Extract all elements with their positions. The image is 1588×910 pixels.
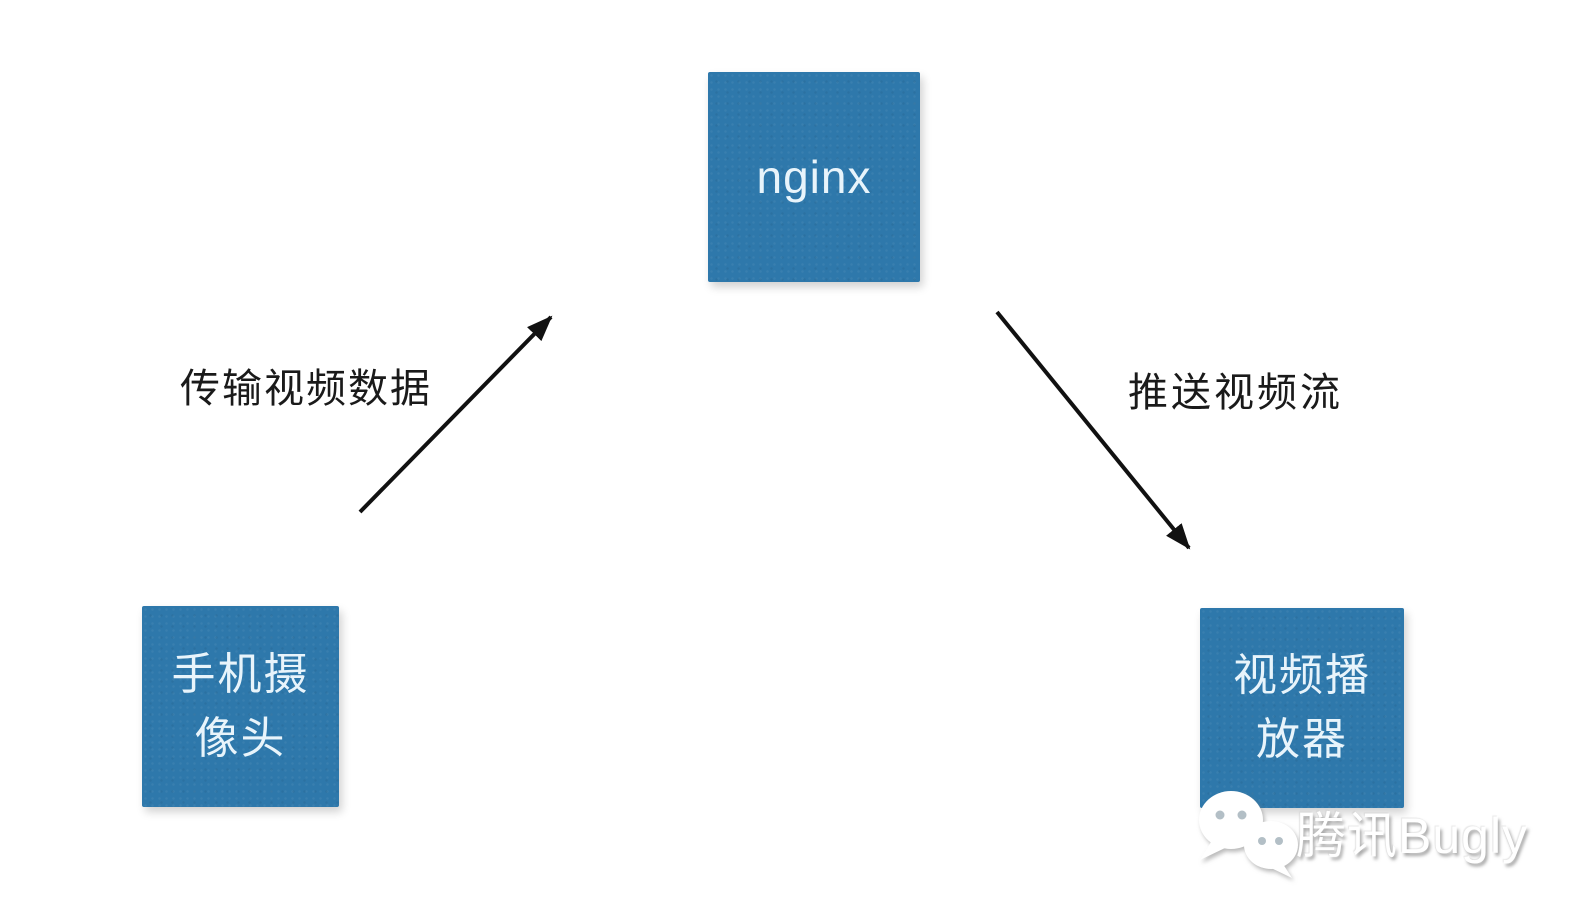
watermark-brand-text: 腾讯Bugly <box>1296 808 1529 864</box>
node-video-player-label-line2: 放器 <box>1256 715 1348 764</box>
node-phone-camera-label-line2: 像头 <box>194 713 287 763</box>
node-phone-camera: 手机摄 像头 <box>142 606 339 807</box>
edge-label-push-video-stream: 推送视频流 <box>1128 371 1343 415</box>
wechat-icon <box>1199 791 1298 878</box>
node-phone-camera-label-line1: 手机摄 <box>171 649 310 699</box>
node-nginx-label: nginx <box>756 151 872 203</box>
node-nginx: nginx <box>708 72 920 282</box>
watermark: 腾讯Bugly <box>1188 778 1568 900</box>
node-video-player: 视频播 放器 <box>1200 608 1404 808</box>
node-video-player-label-line1: 视频播 <box>1233 651 1371 700</box>
arrow-camera-to-nginx <box>358 315 553 514</box>
arrow-nginx-to-player <box>995 310 1191 550</box>
edge-label-transmit-video-data: 传输视频数据 <box>180 367 432 411</box>
